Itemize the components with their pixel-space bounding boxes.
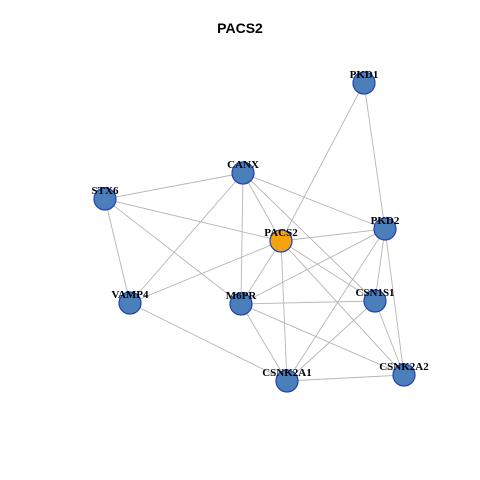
edge-canx-stx6 xyxy=(104,172,244,200)
node-circle-csnk2a1 xyxy=(275,369,299,393)
edge-pacs2-csnk2a1 xyxy=(280,240,288,382)
node-circle-pkd2 xyxy=(373,217,397,241)
node-pkd2: PKD2 xyxy=(371,215,400,241)
node-label-pkd1: PKD1 xyxy=(350,69,379,81)
edge-stx6-m6pr xyxy=(104,198,242,305)
node-vamp4: VAMP4 xyxy=(111,289,149,315)
node-csnk2a2: CSNK2A2 xyxy=(379,361,429,387)
edge-pacs2-m6pr xyxy=(240,240,282,305)
edge-csn1s1-csnk2a2 xyxy=(374,300,405,376)
edge-canx-vamp4 xyxy=(129,172,244,304)
edge-pkd2-csnk2a2 xyxy=(384,228,405,376)
node-label-csnk2a1: CSNK2A1 xyxy=(262,367,312,379)
node-circle-pkd1 xyxy=(352,71,376,95)
node-csnk2a1: CSNK2A1 xyxy=(262,367,312,393)
node-label-vamp4: VAMP4 xyxy=(111,289,149,301)
node-label-stx6: STX6 xyxy=(92,185,119,197)
edge-pacs2-csnk2a2 xyxy=(280,240,405,376)
edge-pkd2-csn1s1 xyxy=(374,228,386,302)
edges-layer xyxy=(104,82,405,382)
node-m6pr: M6PR xyxy=(226,290,258,316)
node-label-pacs2: PACS2 xyxy=(264,227,298,239)
edge-pacs2-vamp4 xyxy=(129,240,282,304)
node-circle-csn1s1 xyxy=(363,289,387,313)
node-label-m6pr: M6PR xyxy=(226,290,258,302)
node-circle-m6pr xyxy=(229,292,253,316)
node-label-csn1s1: CSN1S1 xyxy=(355,287,394,299)
node-circle-stx6 xyxy=(93,187,117,211)
edge-canx-pkd2 xyxy=(242,172,386,230)
edge-m6pr-csnk2a2 xyxy=(240,303,405,376)
node-canx: CANX xyxy=(227,159,259,185)
edge-m6pr-csnk2a1 xyxy=(240,303,288,382)
node-label-canx: CANX xyxy=(227,159,259,171)
edge-stx6-vamp4 xyxy=(104,198,131,304)
node-label-csnk2a2: CSNK2A2 xyxy=(379,361,429,373)
edge-pkd2-csnk2a1 xyxy=(286,228,386,382)
node-stx6: STX6 xyxy=(92,185,119,211)
node-label-pkd2: PKD2 xyxy=(371,215,400,227)
node-pacs2: PACS2 xyxy=(264,227,298,253)
edge-pkd1-pacs2 xyxy=(280,82,365,242)
edge-pacs2-pkd2 xyxy=(280,228,386,242)
node-pkd1: PKD1 xyxy=(350,69,379,95)
edge-canx-pacs2 xyxy=(242,172,282,242)
edge-vamp4-csnk2a1 xyxy=(129,302,288,382)
edge-canx-csn1s1 xyxy=(242,172,376,302)
edge-csnk2a1-csnk2a2 xyxy=(286,374,405,382)
diagram-title: PACS2 xyxy=(217,20,263,36)
edge-m6pr-csn1s1 xyxy=(240,300,376,305)
node-circle-csnk2a2 xyxy=(392,363,416,387)
node-circle-canx xyxy=(231,161,255,185)
node-csn1s1: CSN1S1 xyxy=(355,287,395,313)
node-circle-pacs2 xyxy=(269,229,293,253)
edge-pacs2-csn1s1 xyxy=(280,240,376,302)
node-circle-vamp4 xyxy=(118,291,142,315)
edge-pkd2-m6pr xyxy=(240,228,386,305)
edge-csn1s1-csnk2a1 xyxy=(286,300,376,382)
edge-pkd1-pkd2 xyxy=(363,82,386,230)
edge-stx6-pacs2 xyxy=(104,198,282,242)
edge-canx-m6pr xyxy=(240,172,244,305)
